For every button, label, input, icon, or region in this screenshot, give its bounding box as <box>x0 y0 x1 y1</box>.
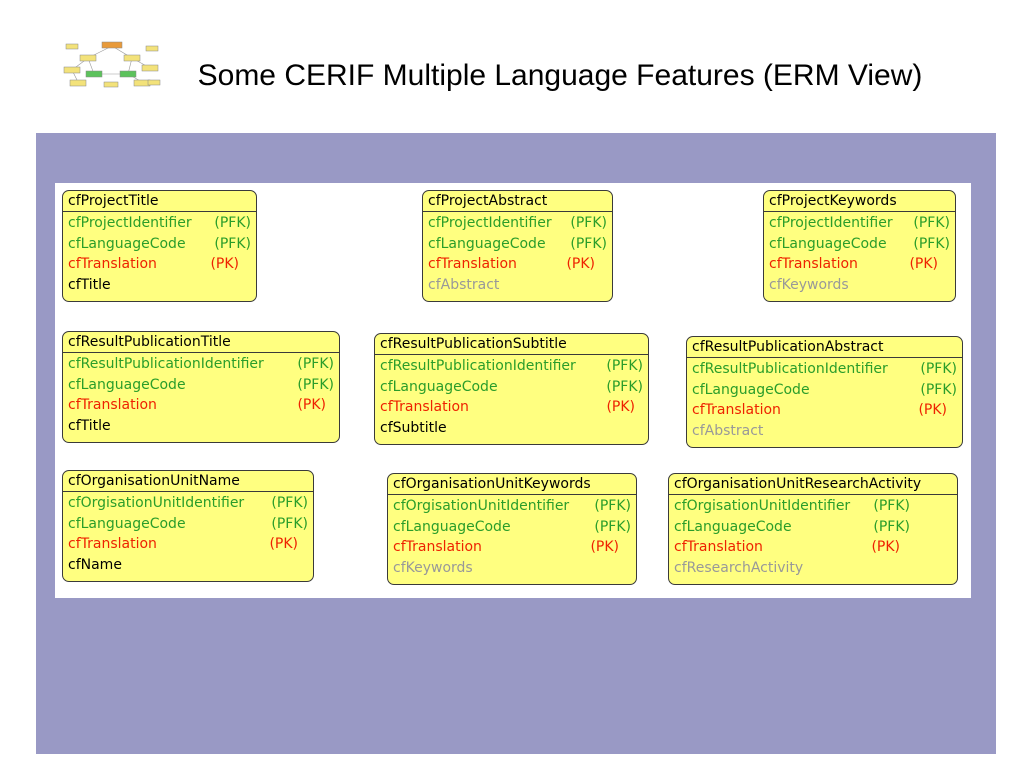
attribute-row: cfTranslation(PK) <box>692 402 947 419</box>
attribute-row: cfTranslation(PK) <box>674 539 900 556</box>
entity-box: cfProjectAbstract cfProjectIdentifier(PF… <box>422 190 613 302</box>
entity-name: cfProjectAbstract <box>423 191 612 212</box>
cerif-logo <box>58 36 166 92</box>
attribute-row: cfLanguageCode(PFK) <box>428 235 607 252</box>
attribute-row: cfTranslation(PK) <box>380 399 635 416</box>
entity-name: cfProjectTitle <box>63 191 256 212</box>
entity-box: cfProjectKeywords cfProjectIdentifier(PF… <box>763 190 956 302</box>
attribute-row: cfLanguageCode(PFK) <box>68 515 308 532</box>
attribute-row: cfOrgisationUnitIdentifier(PFK) <box>674 498 910 514</box>
entity-box: cfResultPublicationTitle cfResultPublica… <box>62 331 340 443</box>
entity-box: cfOrganisationUnitResearchActivity cfOrg… <box>668 473 958 585</box>
attribute-row: cfOrgisationUnitIdentifier(PFK) <box>393 498 631 514</box>
entity-name: cfResultPublicationAbstract <box>687 337 962 358</box>
entity-box: cfOrganisationUnitKeywords cfOrgisationU… <box>387 473 637 585</box>
entity-box: cfResultPublicationAbstract cfResultPubl… <box>686 336 963 448</box>
attribute-row: cfTranslation(PK) <box>68 256 239 273</box>
attribute-row: cfAbstract <box>428 276 500 293</box>
entity-name: cfOrganisationUnitKeywords <box>388 474 636 495</box>
entity-box: cfProjectTitle cfProjectIdentifier(PFK) … <box>62 190 257 302</box>
attribute-row: cfKeywords <box>393 559 473 576</box>
entity-name: cfOrganisationUnitName <box>63 471 313 492</box>
attribute-row: cfTranslation(PK) <box>68 397 326 414</box>
attribute-row: cfTitle <box>68 276 111 293</box>
entity-box: cfOrganisationUnitName cfOrgisationUnitI… <box>62 470 314 582</box>
attribute-row: cfLanguageCode(PFK) <box>393 518 631 535</box>
entity-name: cfProjectKeywords <box>764 191 955 212</box>
attribute-row: cfTranslation(PK) <box>428 256 595 273</box>
attribute-row: cfTranslation(PK) <box>393 539 619 556</box>
attribute-row: cfTranslation(PK) <box>769 256 938 273</box>
attribute-row: cfProjectIdentifier(PFK) <box>769 215 950 231</box>
attribute-row: cfProjectIdentifier(PFK) <box>68 215 251 231</box>
attribute-row: cfOrgisationUnitIdentifier(PFK) <box>68 495 308 511</box>
entity-name: cfResultPublicationTitle <box>63 332 339 353</box>
entity-name: cfResultPublicationSubtitle <box>375 334 648 355</box>
attribute-row: cfLanguageCode(PFK) <box>380 378 643 395</box>
attribute-row: cfResultPublicationIdentifier(PFK) <box>692 361 957 377</box>
attribute-row: cfLanguageCode(PFK) <box>68 376 334 393</box>
attribute-row: cfLanguageCode(PFK) <box>692 381 957 398</box>
attribute-row: cfTitle <box>68 417 111 434</box>
entity-name: cfOrganisationUnitResearchActivity <box>669 474 957 495</box>
attribute-row: cfAbstract <box>692 422 764 439</box>
attribute-row: cfLanguageCode(PFK) <box>674 518 910 535</box>
attribute-row: cfName <box>68 556 122 573</box>
slide-title: Some CERIF Multiple Language Features (E… <box>197 59 923 92</box>
entity-box: cfResultPublicationSubtitle cfResultPubl… <box>374 333 649 445</box>
attribute-row: cfLanguageCode(PFK) <box>769 235 950 252</box>
attribute-row: cfSubtitle <box>380 419 447 436</box>
attribute-row: cfKeywords <box>769 276 849 293</box>
attribute-row: cfLanguageCode(PFK) <box>68 235 251 252</box>
attribute-row: cfResultPublicationIdentifier(PFK) <box>380 358 643 374</box>
attribute-row: cfResearchActivity <box>674 559 804 576</box>
attribute-row: cfTranslation(PK) <box>68 536 298 553</box>
attribute-row: cfResultPublicationIdentifier(PFK) <box>68 356 334 372</box>
attribute-row: cfProjectIdentifier(PFK) <box>428 215 607 231</box>
